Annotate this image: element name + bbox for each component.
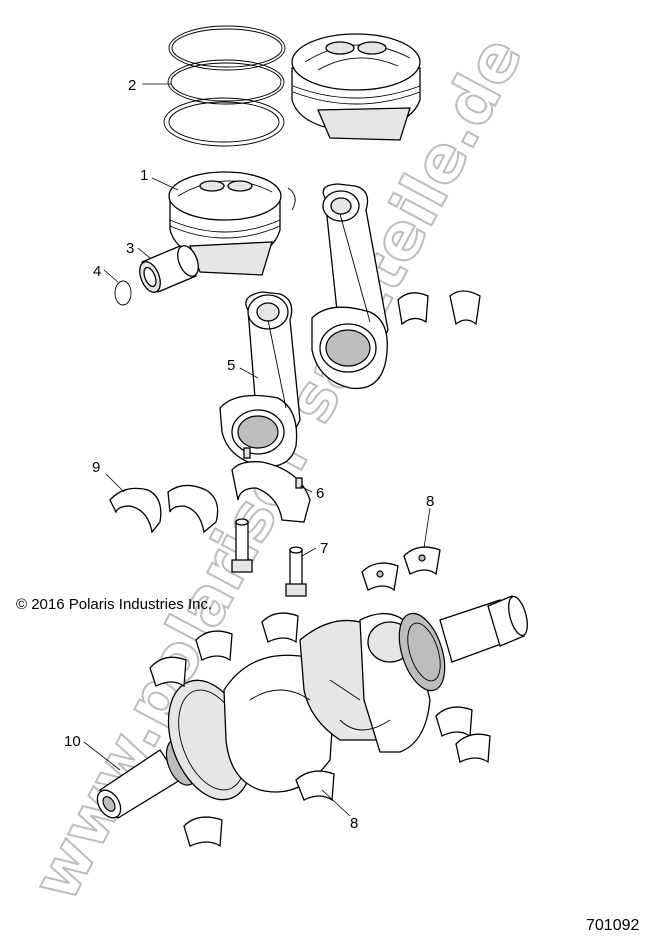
rod-cap <box>231 447 311 523</box>
callout-5: 5 <box>227 357 235 374</box>
callout-6: 6 <box>316 485 324 502</box>
crankshaft <box>96 595 528 819</box>
circlip <box>114 280 132 306</box>
connecting-rod-upper <box>311 183 389 390</box>
callout-1: 1 <box>140 167 148 184</box>
callout-8-lower: 8 <box>350 815 358 832</box>
callout-3: 3 <box>126 240 134 257</box>
callout-9: 9 <box>92 459 100 476</box>
rod-bolts <box>231 518 307 597</box>
main-bearing-shells-upper <box>361 546 441 592</box>
piston-pin <box>139 245 199 293</box>
piston <box>168 171 296 276</box>
figure-number: 701092 <box>586 917 639 934</box>
bearing-shells-upper-right <box>397 290 481 326</box>
callout-10: 10 <box>64 733 81 750</box>
callout-2: 2 <box>128 77 136 94</box>
connecting-rod <box>219 291 301 468</box>
copyright-notice: © 2016 Polaris Industries Inc. <box>16 596 212 613</box>
rod-bearing-shells <box>109 484 219 534</box>
callout-8-upper: 8 <box>426 493 434 510</box>
callout-4: 4 <box>93 263 101 280</box>
leader-lines <box>83 83 431 817</box>
piston-upper <box>291 33 421 141</box>
piston-ring-set <box>163 25 286 147</box>
main-bearing-shells-lower <box>149 612 491 848</box>
callout-7: 7 <box>320 540 328 557</box>
